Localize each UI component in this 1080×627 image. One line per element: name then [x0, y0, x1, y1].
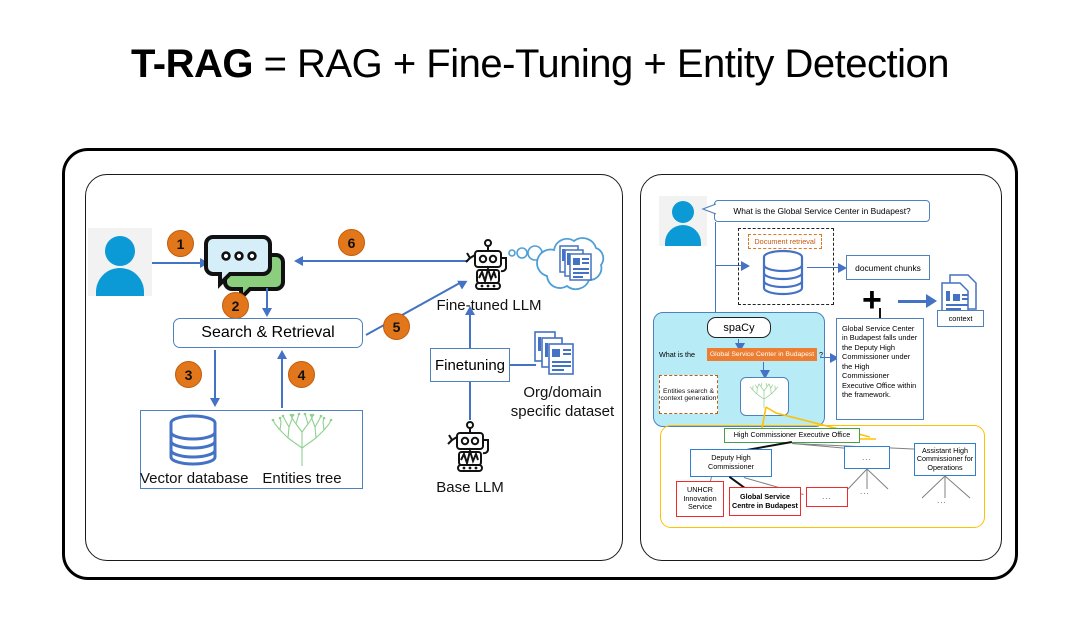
tree-edges-right	[921, 475, 971, 499]
database-cylinder-icon	[762, 249, 804, 296]
search-and-retrieval-label: Search & Retrieval	[201, 324, 335, 341]
tree-middle-child-dots: ...	[860, 487, 870, 496]
step-marker-5: 5	[383, 313, 410, 340]
entities-search-box: Entities search & context generation	[659, 375, 718, 414]
arrow-4-head	[277, 350, 287, 359]
answer-top-connector	[879, 308, 881, 318]
plus-symbol: +	[862, 281, 882, 319]
document-chunks-label: document chunks	[855, 262, 921, 273]
answer-box: Global Service Center in Budapest falls …	[836, 318, 924, 420]
document-retrieval-label-box: Document retrieval	[748, 234, 822, 249]
answer-text: Global Service Center in Budapest falls …	[842, 324, 918, 400]
arrow-1-line	[152, 262, 202, 264]
arrow-3-head	[210, 398, 220, 407]
retrieval-branch-head	[741, 261, 750, 271]
dataset-label-line2: specific dataset	[510, 403, 615, 420]
tree-node-assistant-high-commissioner: Assistant High Commissioner for Operatio…	[914, 443, 976, 476]
document-retrieval-container	[738, 228, 834, 305]
tree-node-root-label: High Commissioner Executive Office	[733, 430, 851, 440]
user-avatar-icon	[659, 196, 707, 246]
page-title: T-RAG = RAG + Fine-Tuning + Entity Detec…	[0, 42, 1080, 87]
tree-node-middle-label: ...	[862, 452, 872, 462]
step-marker-6: 6	[338, 229, 365, 256]
search-and-retrieval-box[interactable]: Search & Retrieval	[173, 318, 363, 348]
database-cylinder-icon	[169, 414, 217, 466]
tree-node-deputy-high-commissioner: Deputy High Commissioner	[690, 449, 772, 477]
step-marker-3: 3	[175, 361, 202, 388]
spacy-box[interactable]: spaCy	[707, 317, 771, 338]
context-arrow-line	[898, 300, 930, 303]
context-label: context	[948, 314, 973, 323]
entities-tree-label: Entities tree	[262, 470, 342, 487]
step-marker-1: 1	[167, 230, 194, 257]
finetuning-dataset-connector	[510, 364, 536, 366]
entity-prefix-label: What is the	[659, 350, 695, 359]
tree-node-unhcr-innovation-service: UNHCR Innovation Service	[676, 481, 724, 517]
arrow-6-line	[302, 260, 468, 262]
vector-database-label: Vector database	[140, 470, 249, 487]
arrow-2-head	[262, 308, 272, 317]
tree-right-child-dots: ...	[937, 496, 947, 505]
entity-suffix-label: ?	[819, 350, 823, 359]
base-llm-connector	[469, 382, 471, 420]
entity-highlight-text: Global Service Center in Budapest	[709, 351, 815, 358]
chunks-arrow-line	[807, 267, 841, 269]
document-retrieval-label: Document retrieval	[754, 237, 816, 246]
chunks-arrow-head	[838, 263, 847, 273]
tree-node-global-service-centre: Global Service Centre in Budapest	[729, 487, 801, 516]
robot-icon	[447, 421, 489, 472]
entity-to-tree-line	[763, 362, 765, 375]
spacy-label: spaCy	[723, 321, 755, 334]
entity-to-tree-head	[760, 370, 770, 379]
tree-edges-middle	[847, 468, 889, 490]
title-rest: = RAG + Fine-Tuning + Entity Detection	[252, 42, 950, 86]
fine-tuned-llm-label: Fine-tuned LLM	[436, 297, 542, 314]
tree-node-left-dots: ...	[806, 487, 848, 507]
answer-arrow-line	[820, 357, 834, 359]
finetuning-label: Finetuning	[434, 356, 506, 374]
tree-node-left-dots-label: ...	[822, 492, 832, 502]
dataset-label-line1: Org/domain	[523, 384, 602, 401]
tree-node-middle-placeholder: ...	[844, 446, 890, 469]
entities-search-label: Entities search & context generation	[660, 387, 717, 402]
user-question-text: What is the Global Service Center in Bud…	[733, 206, 911, 216]
answer-arrow-head	[830, 353, 839, 363]
arrow-finetuning-to-llm-head	[465, 306, 475, 315]
thought-cloud-documents-icon	[508, 237, 605, 291]
entity-highlight: Global Service Center in Budapest	[707, 348, 817, 361]
arrow-2-line	[266, 288, 268, 312]
arrow-6-head	[294, 256, 303, 266]
question-flow-line	[715, 222, 717, 350]
chat-bubbles-icon	[204, 235, 285, 303]
entities-tree-icon	[271, 412, 333, 466]
user-question-bubble: What is the Global Service Center in Bud…	[714, 200, 930, 222]
step-marker-2: 2	[222, 292, 249, 319]
context-document-icon	[941, 274, 977, 314]
arrow-4-line	[281, 356, 283, 408]
document-stack-icon	[534, 331, 574, 375]
retrieval-branch-line	[715, 265, 745, 267]
tree-node-root: High Commissioner Executive Office	[724, 428, 860, 443]
context-label-box: context	[937, 310, 984, 327]
base-llm-label: Base LLM	[436, 479, 504, 496]
finetuning-box[interactable]: Finetuning	[430, 348, 510, 382]
entities-tree-icon	[749, 383, 779, 409]
title-bold-part: T-RAG	[131, 42, 253, 86]
user-avatar-icon	[88, 228, 152, 296]
context-arrow-head	[926, 294, 937, 308]
document-chunks-box: document chunks	[846, 255, 930, 280]
spacy-to-entity-head	[735, 343, 745, 352]
arrow-finetuning-to-llm-line	[469, 312, 471, 348]
robot-icon	[465, 239, 507, 290]
tree-node-gsc-label: Global Service Centre in Budapest	[732, 491, 798, 510]
tree-node-deputy-label: Deputy High Commissioner	[708, 453, 754, 471]
step-marker-4: 4	[288, 361, 315, 388]
question-bubble-tail	[701, 203, 717, 215]
tree-node-assistant-label: Assistant High Commissioner for Operatio…	[916, 445, 974, 472]
tree-node-unhcr-label: UNHCR Innovation Service	[683, 485, 717, 512]
arrow-3-line	[214, 350, 216, 402]
